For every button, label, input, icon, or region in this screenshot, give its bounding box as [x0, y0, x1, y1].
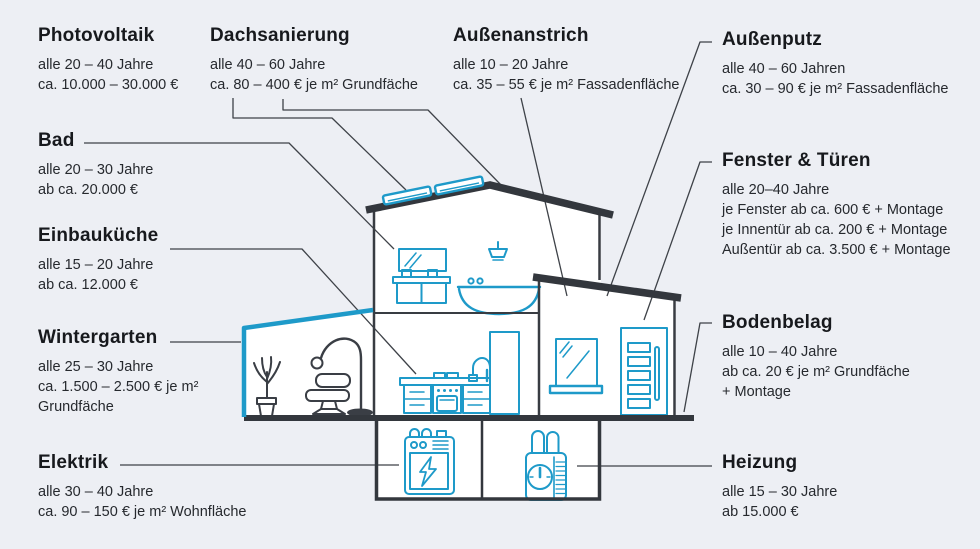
- solar-panel-icon: [381, 175, 485, 206]
- connector-aussenputz: [606, 41, 712, 297]
- label-title: Dachsanierung: [210, 25, 350, 46]
- label-detail: ca. 80 – 400 € je m² Grundfäche: [210, 77, 418, 93]
- label-title: Bad: [38, 130, 75, 151]
- label-detail: Grundfäche: [38, 399, 114, 415]
- label-detail: alle 25 – 30 Jahre: [38, 359, 154, 375]
- label-title: Außenputz: [722, 29, 822, 50]
- label-detail: ca. 35 – 55 € je m² Fassadenfläche: [453, 77, 680, 93]
- shower-icon: [488, 241, 508, 261]
- label-aussenanstrich: Außenanstrich alle 10 – 20 Jahre ca. 35 …: [453, 24, 680, 95]
- label-detail: alle 40 – 60 Jahre: [210, 57, 326, 73]
- label-title: Photovoltaik: [38, 25, 155, 46]
- vanity-icon: [392, 269, 451, 304]
- floor-lamp-icon: [310, 337, 373, 417]
- label-detail: ab 15.000 €: [722, 504, 799, 520]
- connector-bad: [84, 142, 395, 250]
- label-wintergarten: Wintergarten alle 25 – 30 Jahre ca. 1.50…: [38, 326, 198, 417]
- connector-photovoltaik: [232, 98, 407, 191]
- label-detail: alle 30 – 40 Jahre: [38, 484, 154, 500]
- label-detail: alle 10 – 20 Jahre: [453, 57, 569, 73]
- label-detail: + Montage: [722, 384, 791, 400]
- fuse-box-icon: [404, 428, 455, 495]
- label-detail: ca. 90 – 150 € je m² Wohnfläche: [38, 504, 247, 520]
- extension-roof: [532, 273, 682, 302]
- label-detail: ab ca. 20.000 €: [38, 182, 138, 198]
- label-detail: alle 20–40 Jahre: [722, 182, 830, 198]
- label-title: Heizung: [722, 452, 798, 473]
- label-aussenputz: Außenputz alle 40 – 60 Jahren ca. 30 – 9…: [722, 28, 949, 99]
- lounge-chair-icon: [305, 373, 351, 415]
- label-detail: ca. 1.500 – 2.500 € je m²: [38, 379, 199, 395]
- fridge-icon: [485, 331, 520, 415]
- label-detail: alle 15 – 30 Jahre: [722, 484, 838, 500]
- label-detail: alle 10 – 40 Jahre: [722, 344, 838, 360]
- label-bodenbelag: Bodenbelag alle 10 – 40 Jahre ab ca. 20 …: [722, 311, 910, 402]
- mirror-icon: [398, 248, 447, 272]
- label-detail: je Innentür ab ca. 200 € + Montage: [722, 222, 948, 238]
- label-title: Bodenbelag: [722, 312, 833, 333]
- label-fenster-tueren: Fenster & Türen alle 20–40 Jahre je Fens…: [722, 149, 951, 260]
- connector-fenster-tueren: [643, 161, 712, 321]
- label-detail: alle 20 – 40 Jahre: [38, 57, 154, 73]
- label-detail: ca. 30 – 90 € je m² Fassadenfläche: [722, 81, 949, 97]
- door-icon: [620, 327, 668, 416]
- oven-icon: [432, 384, 462, 414]
- label-detail: je Fenster ab ca. 600 € + Montage: [722, 202, 944, 218]
- house-walls: [372, 208, 676, 417]
- connector-dachsanierung: [282, 99, 503, 187]
- house-structure: [244, 181, 694, 501]
- label-detail: alle 40 – 60 Jahren: [722, 61, 846, 77]
- label-photovoltaik: Photovoltaik alle 20 – 40 Jahre ca. 10.0…: [38, 24, 178, 95]
- label-detail: ca. 10.000 – 30.000 €: [38, 77, 179, 93]
- connector-lines: [84, 41, 712, 467]
- label-detail: ab ca. 12.000 €: [38, 277, 138, 293]
- connector-bodenbelag: [683, 322, 712, 413]
- label-detail: Außentür ab ca. 3.500 € + Montage: [722, 242, 951, 258]
- label-detail: ab ca. 20 € je m² Grundfäche: [722, 364, 910, 380]
- label-detail: alle 15 – 20 Jahre: [38, 257, 154, 273]
- connector-einbaukueche: [170, 248, 417, 375]
- label-title: Fenster & Türen: [722, 150, 871, 171]
- label-title: Außenanstrich: [453, 25, 589, 46]
- label-title: Einbauküche: [38, 225, 159, 246]
- label-detail: alle 20 – 30 Jahre: [38, 162, 154, 178]
- label-einbaukueche: Einbauküche alle 15 – 20 Jahre ab ca. 12…: [38, 224, 158, 295]
- basement-outline: [374, 421, 602, 501]
- label-dachsanierung: Dachsanierung alle 40 – 60 Jahre ca. 80 …: [210, 24, 418, 95]
- label-bad: Bad alle 20 – 30 Jahre ab ca. 20.000 €: [38, 129, 153, 200]
- window-icon: [548, 338, 604, 395]
- house-fills: [244, 183, 676, 500]
- label-elektrik: Elektrik alle 30 – 40 Jahre ca. 90 – 150…: [38, 451, 247, 522]
- roof-icon: [365, 181, 614, 219]
- label-title: Wintergarten: [38, 327, 158, 348]
- label-title: Elektrik: [38, 452, 109, 473]
- wintergarten-outline: [241, 307, 374, 417]
- label-heizung: Heizung alle 15 – 30 Jahre ab 15.000 €: [722, 451, 837, 522]
